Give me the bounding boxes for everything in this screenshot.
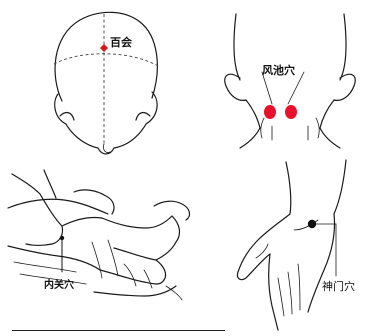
fengchi-point-right bbox=[285, 105, 297, 119]
panel-baihui: 百会 bbox=[40, 6, 170, 156]
fengchi-point-markers bbox=[220, 8, 360, 156]
baihui-point-marker bbox=[40, 6, 170, 156]
shenmen-label: 神门穴 bbox=[322, 278, 355, 294]
baihui-point bbox=[100, 44, 108, 52]
shenmen-point bbox=[308, 220, 316, 228]
panel-shenmen: 神门穴 bbox=[228, 160, 364, 330]
panel-neiguan: 内关穴 bbox=[4, 170, 224, 320]
bottom-divider bbox=[12, 330, 225, 331]
baihui-label: 百会 bbox=[110, 34, 132, 50]
fengchi-point-left bbox=[264, 105, 276, 119]
fengchi-label: 风池穴 bbox=[262, 62, 295, 78]
shenmen-point-marker bbox=[228, 160, 364, 330]
neiguan-label: 内关穴 bbox=[44, 276, 74, 291]
neiguan-point-marker bbox=[4, 170, 224, 320]
neiguan-point bbox=[60, 236, 64, 240]
panel-fengchi: 风池穴 bbox=[220, 8, 360, 156]
